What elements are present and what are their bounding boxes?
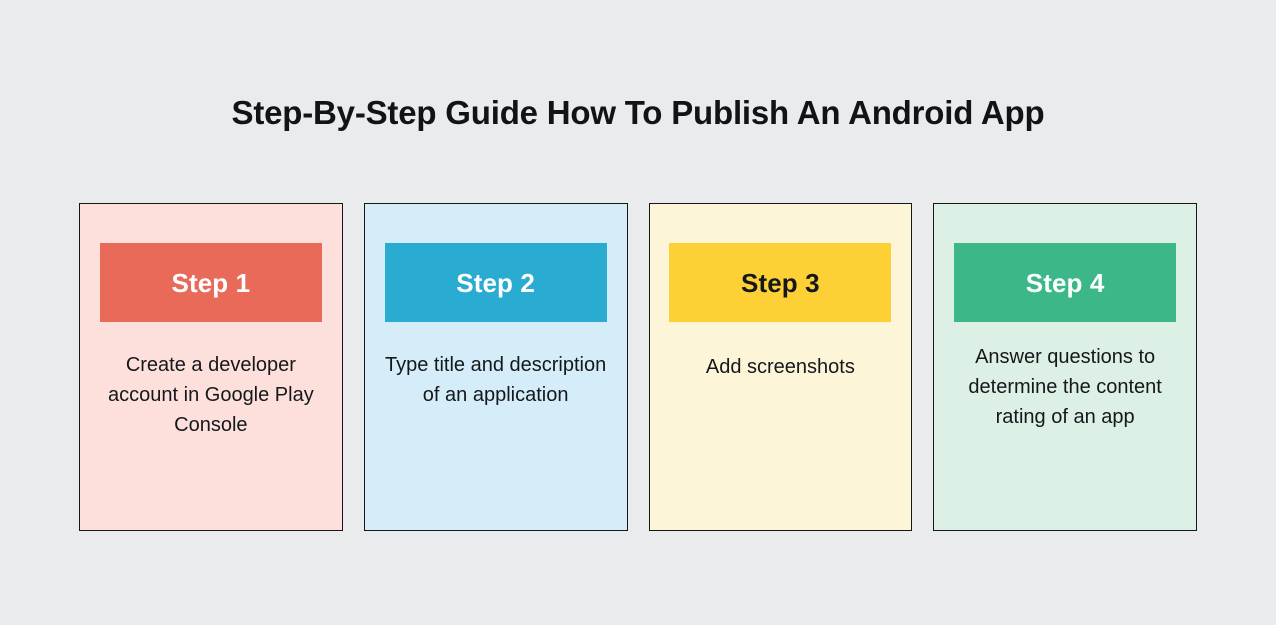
step-badge-label-1: Step 1 xyxy=(171,267,251,298)
steps-card-row: Step 1 Create a developer account in Goo… xyxy=(79,203,1197,531)
step-badge-3: Step 3 xyxy=(669,243,892,322)
step-card-1: Step 1 Create a developer account in Goo… xyxy=(79,203,343,531)
step-badge-label-2: Step 2 xyxy=(456,267,535,298)
step-card-3: Step 3 Add screenshots xyxy=(648,203,913,531)
step-body-text-2: Type title and description of an applica… xyxy=(385,354,607,406)
page-title: Step-By-Step Guide How To Publish An And… xyxy=(231,94,1045,131)
step-card-2: Step 2 Type title and description of an … xyxy=(363,203,628,531)
step-badge-label-3: Step 3 xyxy=(741,267,820,298)
step-badge-1: Step 1 xyxy=(99,243,322,322)
step-body-text-4: Answer questions to determine the conten… xyxy=(968,346,1162,428)
step-badge-label-4: Step 4 xyxy=(1025,267,1105,298)
step-card-4: Step 4 Answer questions to determine the… xyxy=(933,203,1197,531)
step-body-text-1: Create a developer account in Google Pla… xyxy=(108,354,314,436)
step-badge-4: Step 4 xyxy=(954,243,1177,322)
step-body-text-3: Add screenshots xyxy=(705,356,855,378)
step-badge-2: Step 2 xyxy=(384,243,607,322)
